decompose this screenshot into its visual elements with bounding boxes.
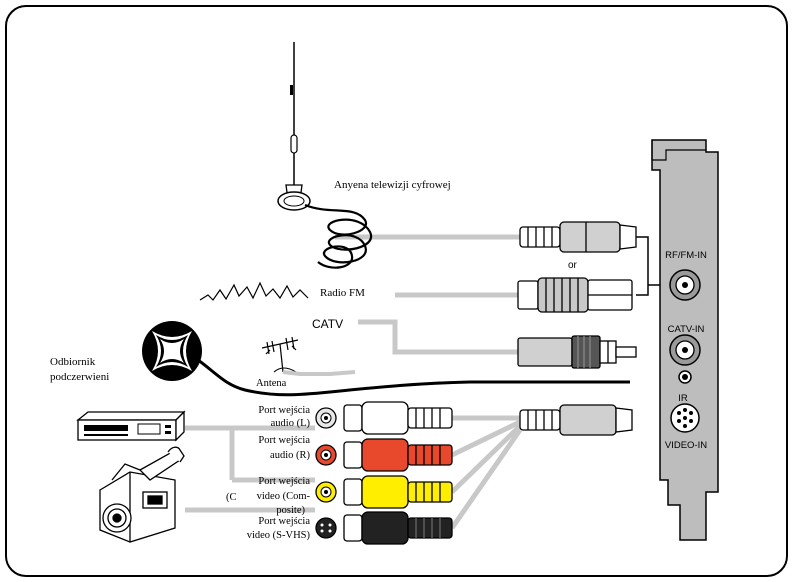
catv-outdoor-antenna [261,336,299,373]
jack-audio-l-icon [315,407,337,429]
label-digital-antenna: Anyena telewizji cyfrowej [334,179,451,191]
video-in-plug [519,404,633,436]
jack-svhs-icon [315,517,337,539]
fm-antenna-plug [517,277,633,313]
label-or: or [568,260,578,271]
label-antenna: Antena [256,378,287,389]
label-svhs-2: video (S-VHS) [247,530,311,541]
vcr-device [76,410,186,442]
label-ir-receiver-2: podczerwieni [50,371,109,383]
video-in-port [670,403,700,433]
cable-lines [185,234,523,530]
label-ir-receiver-1: Odbiornik [50,356,96,368]
label-audio-r-2: audio (R) [270,450,310,461]
rca-plug-composite [343,475,453,509]
label-catv: CATV [312,317,343,331]
jack-composite-icon [315,481,337,503]
ir-port [678,370,692,384]
rca-plug-audio-l [343,401,453,435]
ir-receiver-cable [197,358,630,397]
label-composite-3: posite) [276,505,305,516]
dtv-antenna-plug [519,221,637,253]
label-catv-in: CATV-IN [668,324,705,335]
tuner-card-top-tab [651,140,706,161]
label-composite-2: video (Com- [257,491,311,502]
label-radio-fm: Radio FM [320,287,365,299]
label-audio-l-1: Port wejścia [258,405,310,416]
catv-in-port [669,334,701,366]
catv-plug [517,335,637,369]
svhs-plug [343,511,453,545]
digital-tv-antenna [277,42,311,211]
rf-fm-in-port [669,269,701,301]
label-ir: IR [678,393,688,404]
label-cut-partial: (C [226,492,237,503]
camcorder-device [99,446,185,543]
rca-plug-audio-r [343,438,453,472]
label-audio-l-2: audio (L) [271,418,311,429]
label-video-in: VIDEO-IN [665,440,707,451]
label-svhs-1: Port wejścia [258,516,310,527]
antenna-coiled-cable [304,203,373,269]
rf-plug-bracket [636,236,649,296]
label-composite-1: Port wejścia [258,476,310,487]
label-audio-r-1: Port wejścia [258,435,310,446]
label-rf-fm-in: RF/FM-IN [665,250,707,261]
catv-feed-cable [282,370,356,376]
jack-audio-r-icon [315,444,337,466]
fm-radio-wire [199,281,309,301]
ir-receiver [142,321,202,381]
